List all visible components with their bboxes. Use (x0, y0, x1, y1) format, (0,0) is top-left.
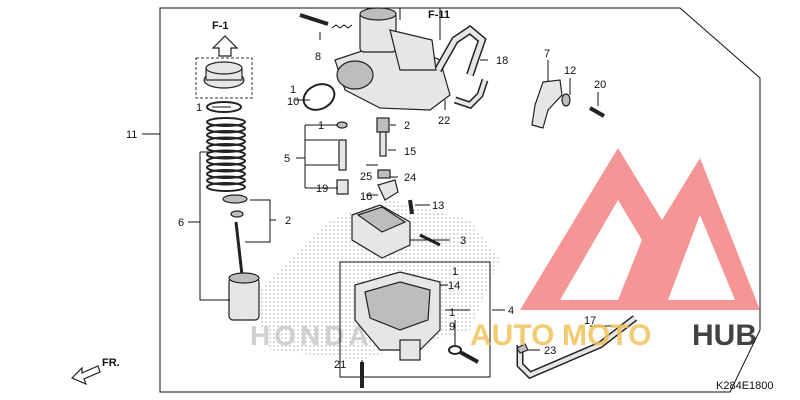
label-2-right: 2 (404, 120, 410, 132)
spring-coil (206, 123, 246, 134)
pilot-screw (299, 13, 353, 29)
label-8: 8 (315, 51, 321, 63)
svg-text:HONDA: HONDA (250, 320, 373, 351)
label-1-cap: 1 (196, 102, 202, 114)
spring-coil (206, 162, 246, 173)
spring-coil (206, 130, 246, 140)
label-12: 12 (564, 65, 576, 77)
float (351, 204, 411, 259)
automotohub-logo: AUTO MOTO HUB (470, 148, 760, 352)
main-jet-stack (376, 117, 399, 201)
leader-lines (142, 32, 612, 362)
label-1-chamber: 1 (452, 266, 458, 278)
label-5: 5 (284, 153, 290, 165)
label-22: 22 (438, 115, 450, 127)
throttle-spring (206, 117, 246, 192)
spring-coil (206, 117, 246, 127)
label-14: 14 (448, 280, 460, 292)
throttle-valve (228, 272, 260, 321)
f1-callout: F-1 (195, 20, 253, 99)
label-2-left: 2 (285, 215, 291, 227)
o-ring-10 (302, 83, 336, 111)
logo-text-moto: MOTO (562, 319, 651, 352)
label-25: 25 (360, 171, 372, 183)
label-10: 10 (287, 96, 299, 108)
carb-top-cap (203, 61, 245, 89)
logo-triangle-mark (520, 148, 760, 310)
label-6: 6 (178, 217, 184, 229)
label-1-jet: 1 (318, 120, 324, 132)
label-4: 4 (508, 305, 514, 317)
label-9: 9 (449, 321, 455, 333)
spring-coil (206, 143, 246, 153)
label-1-oring: 1 (290, 84, 296, 96)
part-labels: 11 1 6 2 5 1 19 25 16 2 15 24 13 3 18 8 … (126, 48, 606, 371)
logo-text-hub: HUB (692, 319, 757, 352)
label-7: 7 (544, 48, 550, 60)
spring-coil (206, 175, 246, 186)
jet-stack (336, 121, 349, 195)
jet-needle (234, 221, 244, 276)
label-18: 18 (496, 55, 508, 67)
label-3: 3 (460, 235, 466, 247)
assembly-frame (159, 7, 761, 393)
label-21: 21 (334, 359, 346, 371)
spring-coil (206, 169, 246, 179)
choke-lever (531, 79, 563, 129)
label-23: 23 (544, 345, 556, 357)
label-13: 13 (432, 200, 444, 212)
float-chamber (354, 271, 441, 361)
drain-screw (448, 345, 479, 364)
float-chamber-box (339, 261, 491, 378)
spring-coil (206, 136, 246, 147)
f1-label: F-1 (212, 20, 229, 32)
logo-text-auto: AUTO (470, 319, 554, 352)
f11-label: F-11 (428, 9, 450, 21)
label-15: 15 (404, 146, 416, 158)
spring-coil (206, 156, 246, 166)
direction-label: FR. (102, 357, 120, 369)
carburetor-body (334, 7, 451, 111)
needle-clip (222, 194, 248, 218)
label-20: 20 (594, 79, 606, 91)
label-11: 11 (126, 129, 137, 141)
diagram-code: K284E1800 (716, 380, 774, 392)
label-16: 16 (360, 191, 372, 203)
spring-coil (206, 149, 246, 160)
spring-coil (206, 182, 246, 192)
label-1-drain: 1 (449, 307, 455, 319)
label-24: 24 (404, 172, 416, 184)
front-direction-arrow: FR. (70, 357, 120, 386)
label-19: 19 (316, 183, 328, 195)
label-17: 17 (584, 315, 596, 327)
o-ring-1 (206, 101, 242, 113)
